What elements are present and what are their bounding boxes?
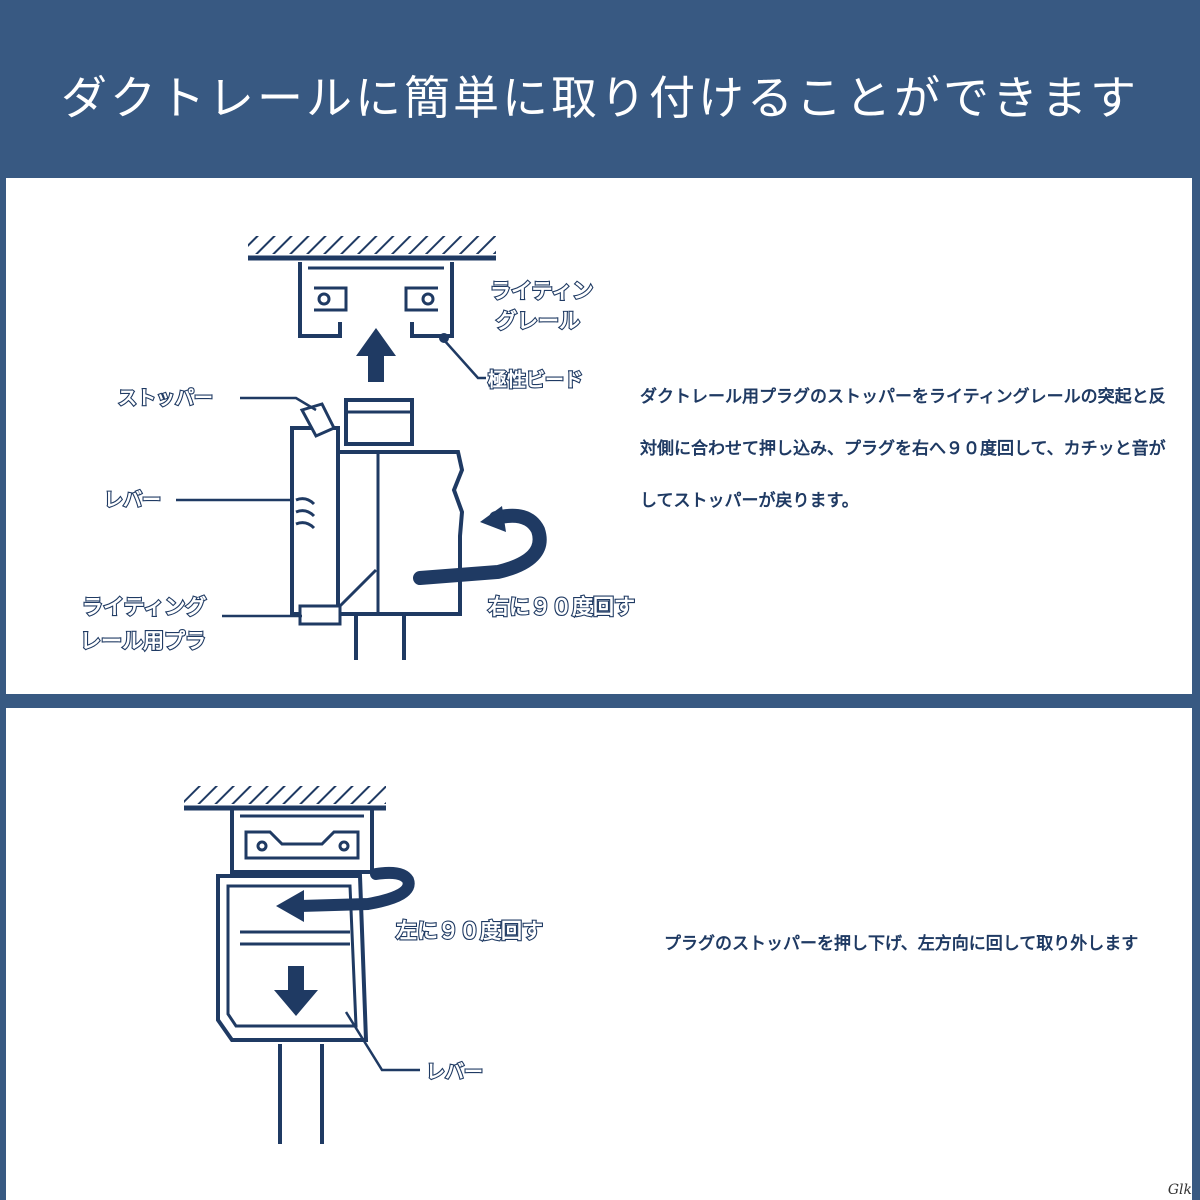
rotate-left-label: 左に９０度回す xyxy=(396,919,543,943)
step1-labels: ライティン グレール 極性ビード ストッパー レバー ライティング レール用プラ… xyxy=(79,278,636,654)
ceiling-hatch-2 xyxy=(184,786,386,804)
watermark: Glk xyxy=(1167,1182,1192,1198)
plug-label-line1: ライティング xyxy=(82,595,206,619)
rotate-right-arrow xyxy=(413,508,547,585)
rotate-left-arrow xyxy=(294,866,415,912)
push-down-arrow xyxy=(274,966,318,1016)
rotate-right-label: 右に９０度回す xyxy=(488,595,635,619)
plug-label-line2: レール用プラ xyxy=(80,629,206,653)
polarity-bead-label: 極性ビード xyxy=(488,368,583,391)
push-up-arrow xyxy=(356,328,396,382)
page-title: ダクトレールに簡単に取り付けることができます xyxy=(61,71,1139,125)
removal-description: プラグのストッパーを押し下げ、左方向に回して取り外します xyxy=(664,934,1139,954)
plug-body-2 xyxy=(216,874,369,1144)
ceiling-hatch xyxy=(248,236,496,254)
lever-label: レバー xyxy=(104,489,161,511)
polarity-leader xyxy=(443,339,486,380)
rail-label-line2: グレール xyxy=(496,309,580,333)
step1-diagram xyxy=(176,236,547,660)
install-panel xyxy=(6,178,1192,694)
rail-label-line1: ライティン xyxy=(490,279,593,303)
stopper-leader xyxy=(240,396,317,412)
lighting-rail-2 xyxy=(230,810,374,874)
lighting-rail-plug xyxy=(290,398,465,660)
lever-label-2: レバー xyxy=(426,1061,483,1083)
install-description: ダクトレール用プラグのストッパーをライティングレールの突起と反対側に合わせて押し… xyxy=(640,387,1166,511)
step2-labels: 左に９０度回す レバー xyxy=(395,918,544,1084)
stopper-label: ストッパー xyxy=(118,387,213,409)
lever-leader-2 xyxy=(344,1011,420,1072)
lighting-rail xyxy=(298,262,454,343)
header-banner: ダクトレールに簡単に取り付けることができます xyxy=(0,0,1200,170)
step2-diagram xyxy=(184,786,420,1144)
